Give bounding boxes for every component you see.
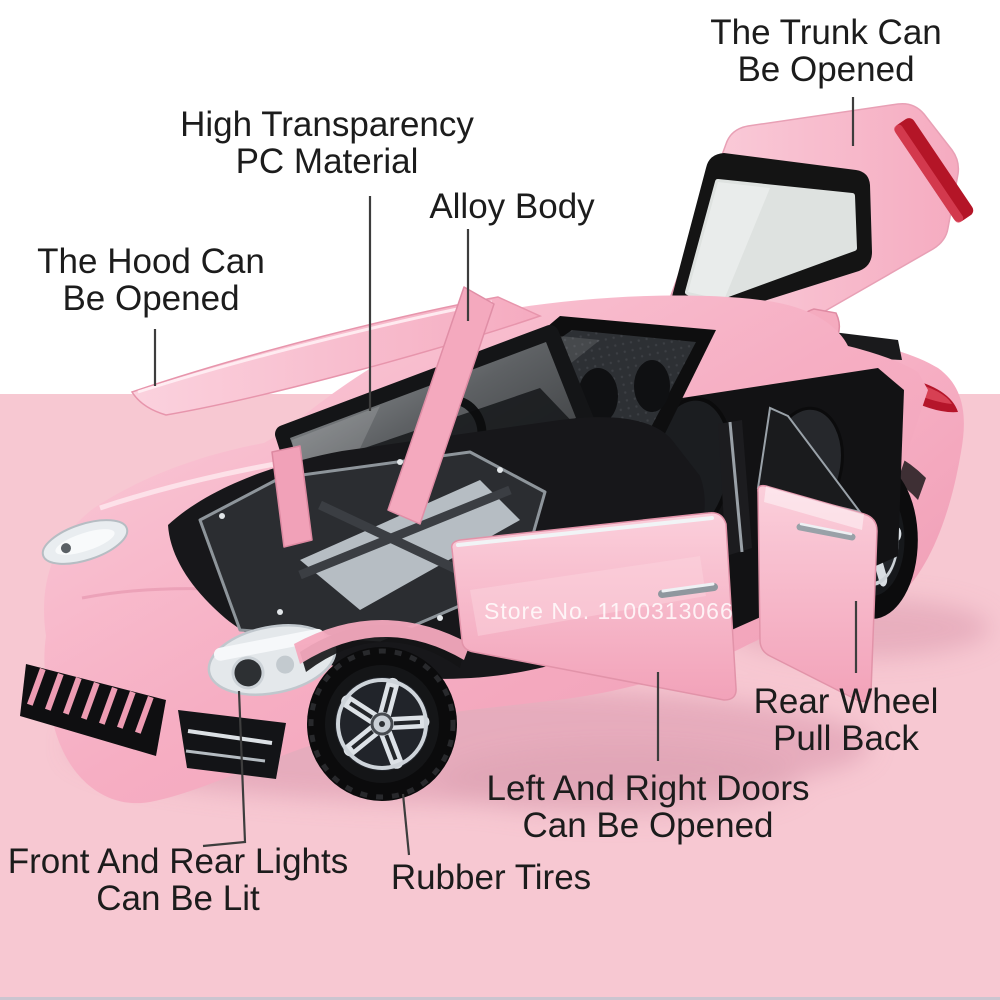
annotation-front-lights: Front And Rear Lights Can Be Lit <box>8 843 348 917</box>
annotation-alloy-body: Alloy Body <box>429 188 594 225</box>
annotation-hood: The Hood Can Be Opened <box>37 243 265 317</box>
annotation-doors: Left And Right Doors Can Be Opened <box>487 770 810 844</box>
annotation-hood-line2: Be Opened <box>62 279 240 319</box>
front-intake <box>178 710 286 779</box>
background-bottom-strip <box>0 997 1000 1000</box>
hood-panel <box>130 286 543 548</box>
hood-hinge-strap <box>271 445 313 548</box>
annotation-pc-material-line1: High Transparency <box>180 105 474 144</box>
leader-lines <box>153 97 858 856</box>
annotation-trunk: The Trunk Can Be Opened <box>710 14 942 88</box>
annotation-hood-line1: The Hood Can <box>37 242 265 281</box>
annotation-rubber-tires-line1: Rubber Tires <box>390 858 592 897</box>
annotation-rear-wheel: Rear Wheel Pull Back <box>754 683 939 757</box>
left-headlight <box>41 519 129 565</box>
front-grille <box>20 664 166 756</box>
trunk-lid <box>651 102 974 370</box>
annotation-pc-material-line2: PC Material <box>235 142 419 182</box>
trunk-taillight <box>894 118 974 223</box>
annotation-doors-line2: Can Be Opened <box>522 806 774 846</box>
annotation-doors-line1: Left And Right Doors <box>486 769 810 808</box>
leader-front-lights <box>202 690 247 848</box>
annotation-alloy-body-line1: Alloy Body <box>429 187 595 226</box>
front-fender-lip <box>294 620 470 664</box>
annotation-rear-wheel-line2: Pull Back <box>773 719 919 759</box>
annotation-trunk-line2: Be Opened <box>737 50 915 90</box>
annotation-front-lights-line2: Can Be Lit <box>96 879 260 919</box>
leader-rubber-tires <box>401 793 411 856</box>
annotation-rubber-tires: Rubber Tires <box>391 859 591 896</box>
rear-door-handle <box>796 522 856 541</box>
annotation-trunk-line1: The Trunk Can <box>710 13 942 52</box>
hood-prop <box>387 286 495 525</box>
front-wheel <box>307 647 457 801</box>
front-door-handle <box>658 582 718 598</box>
front-door <box>450 511 737 701</box>
annotation-rear-wheel-line1: Rear Wheel <box>753 682 939 721</box>
annotation-pc-material: High Transparency PC Material <box>180 106 474 180</box>
rear-door <box>756 406 878 703</box>
store-watermark: Store No. 1100313066 <box>484 598 734 624</box>
annotation-front-lights-line1: Front And Rear Lights <box>7 842 349 881</box>
